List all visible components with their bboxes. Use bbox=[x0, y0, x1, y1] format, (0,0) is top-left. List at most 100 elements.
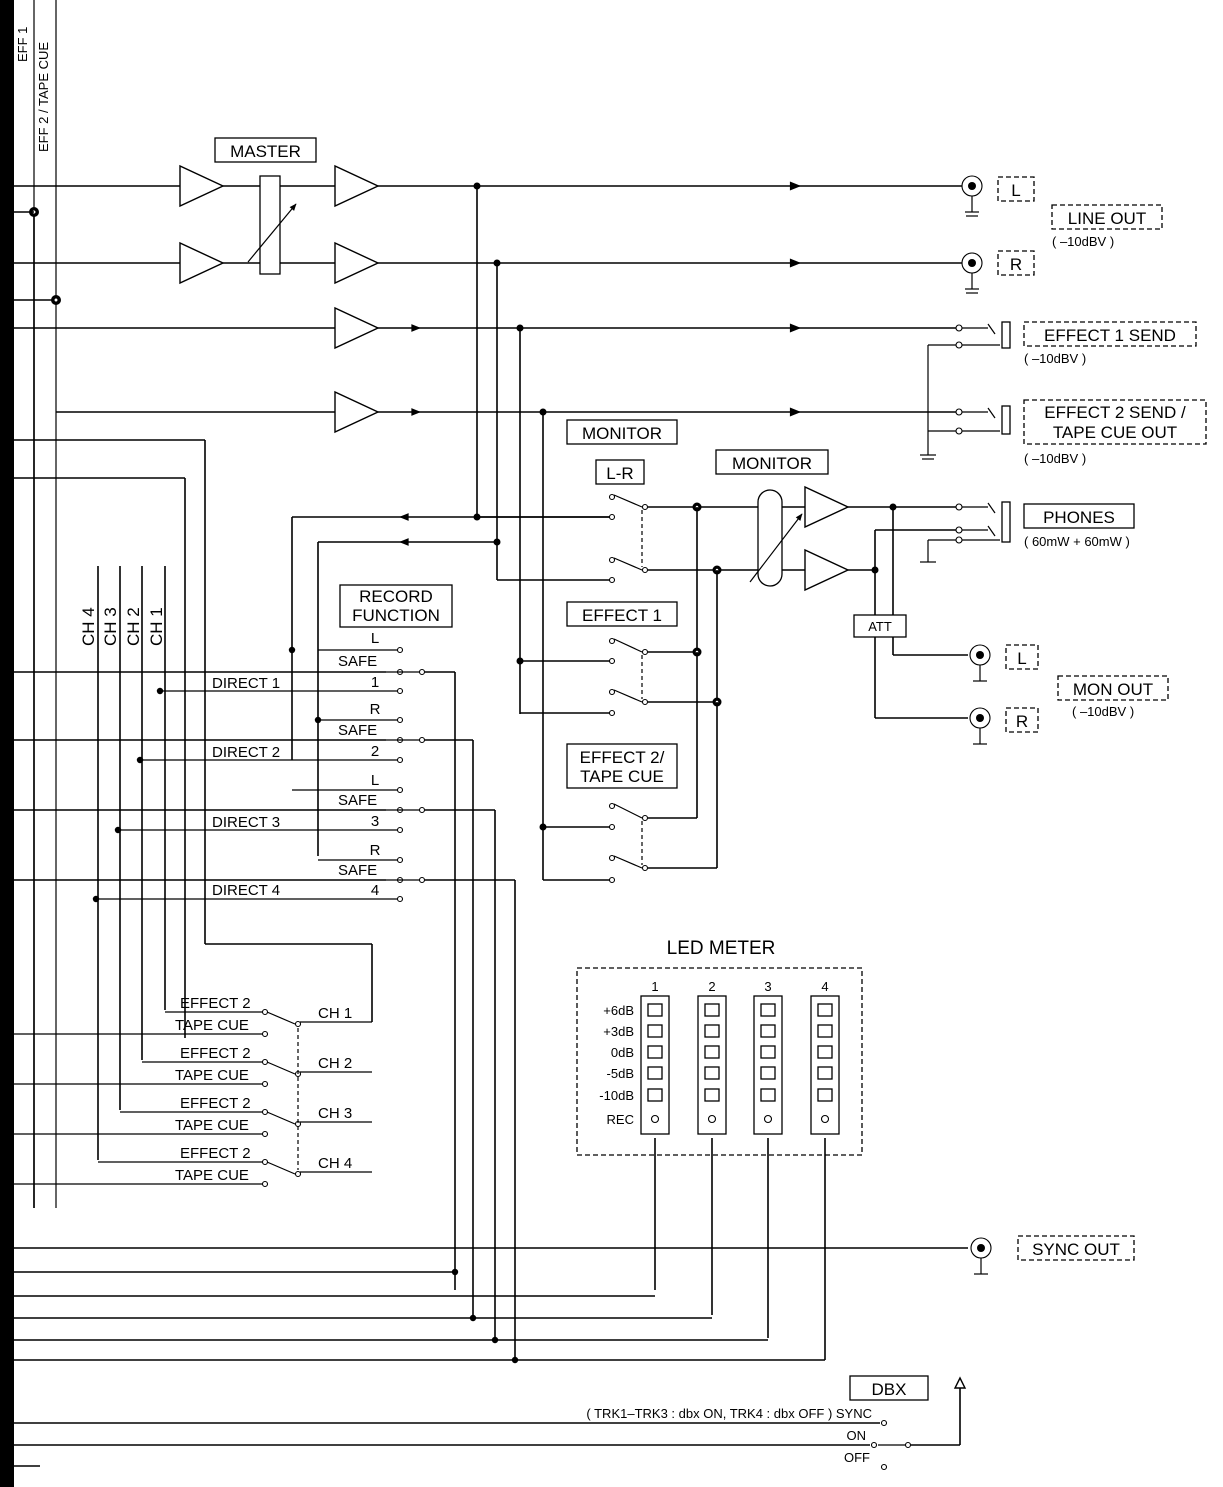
led-column-frame bbox=[640, 995, 670, 1135]
line-out-l-label: L bbox=[1011, 181, 1020, 200]
direct1-label: DIRECT 1 bbox=[212, 675, 280, 692]
svg-text:SAFE: SAFE bbox=[338, 792, 377, 809]
led-column-label: 2 bbox=[708, 979, 715, 994]
monitor-level-label: MONITOR bbox=[732, 454, 812, 473]
led-segment bbox=[817, 1003, 833, 1017]
svg-text:TAPE CUE: TAPE CUE bbox=[175, 1167, 249, 1184]
svg-text:4: 4 bbox=[371, 882, 379, 899]
amp-effect2 bbox=[334, 390, 380, 434]
svg-text:R: R bbox=[370, 701, 381, 718]
line-out-r-label: R bbox=[1010, 255, 1022, 274]
led-column-frame bbox=[697, 995, 727, 1135]
direct2-label: DIRECT 2 bbox=[212, 744, 280, 761]
ch2-vertical-label: CH 2 bbox=[124, 607, 143, 646]
ch4-vertical-label: CH 4 bbox=[79, 607, 98, 646]
amp-phones-l bbox=[804, 485, 850, 529]
effect1-send-jack bbox=[927, 321, 1011, 455]
svg-text:TAPE CUE: TAPE CUE bbox=[175, 1017, 249, 1034]
svg-text:R: R bbox=[370, 842, 381, 859]
led-segment bbox=[704, 1045, 720, 1059]
dbx-on-label: ON bbox=[847, 1428, 867, 1443]
svg-text:L: L bbox=[371, 772, 379, 789]
mon-out-r-jack bbox=[969, 707, 991, 745]
svg-text:CH 2: CH 2 bbox=[318, 1055, 352, 1072]
svg-text:TAPE CUE: TAPE CUE bbox=[175, 1117, 249, 1134]
led-segment bbox=[704, 1066, 720, 1080]
svg-text:EFFECT 2: EFFECT 2 bbox=[180, 995, 251, 1012]
svg-text:EFFECT 2: EFFECT 2 bbox=[180, 1045, 251, 1062]
svg-text:L: L bbox=[371, 630, 379, 647]
mon-out-l-jack bbox=[969, 644, 991, 682]
line-out-r-jack bbox=[961, 252, 983, 294]
led-segment bbox=[817, 1045, 833, 1059]
bus-label-eff2: EFF 2 / TAPE CUE bbox=[36, 42, 51, 152]
line-out-l-jack bbox=[961, 175, 983, 217]
dbx-sync-label: ( TRK1–TRK3 : dbx ON, TRK4 : dbx OFF ) S… bbox=[586, 1406, 872, 1421]
amp-l-out bbox=[334, 164, 380, 208]
led-row-label: +6dB bbox=[603, 1003, 634, 1018]
ch1-vertical-label: CH 1 bbox=[147, 607, 166, 646]
led-rec-indicator bbox=[763, 1114, 773, 1124]
svg-text:EFFECT 2: EFFECT 2 bbox=[180, 1145, 251, 1162]
effect2-switch bbox=[608, 802, 649, 884]
dbx-off-label: OFF bbox=[844, 1450, 870, 1465]
att-label: ATT bbox=[868, 619, 892, 634]
monitor-select-label: MONITOR bbox=[582, 424, 662, 443]
led-rec-indicator bbox=[820, 1114, 830, 1124]
led-row-label: 0dB bbox=[611, 1045, 634, 1060]
effect-switch-ch1: EFFECT 2 TAPE CUE CH 1 bbox=[14, 995, 372, 1038]
led-segment bbox=[760, 1003, 776, 1017]
effect2-line2-label: TAPE CUE bbox=[580, 767, 664, 786]
led-segment bbox=[817, 1088, 833, 1102]
effect2-send-label-line1: EFFECT 2 SEND / bbox=[1044, 403, 1186, 422]
direct3-label: DIRECT 3 bbox=[212, 814, 280, 831]
mon-out-r-label: R bbox=[1016, 712, 1028, 731]
led-row-label: REC bbox=[607, 1112, 634, 1127]
effect1-label: EFFECT 1 bbox=[582, 606, 662, 625]
effect2-send-jack bbox=[920, 405, 1011, 460]
monitor-pot bbox=[757, 489, 783, 587]
record-group-1: L SAFE 1 DIRECT 1 bbox=[160, 630, 426, 695]
effect-switch-ch4: EFFECT 2 TAPE CUE CH 4 bbox=[14, 1145, 372, 1188]
amp-phones-r bbox=[804, 548, 850, 592]
master-label-box bbox=[214, 137, 317, 163]
led-column-label: 4 bbox=[821, 979, 828, 994]
effect1-switch bbox=[608, 637, 649, 717]
record-function-title1: RECORD bbox=[359, 587, 433, 606]
led-segment bbox=[817, 1066, 833, 1080]
sync-out-jack bbox=[970, 1237, 992, 1275]
svg-text:CH 1: CH 1 bbox=[318, 1005, 352, 1022]
led-segment bbox=[647, 1088, 663, 1102]
main-bus-bar bbox=[0, 0, 14, 1487]
svg-text:CH 4: CH 4 bbox=[318, 1155, 352, 1172]
direct4-label: DIRECT 4 bbox=[212, 882, 280, 899]
svg-text:SAFE: SAFE bbox=[338, 722, 377, 739]
phones-level: ( 60mW + 60mW ) bbox=[1024, 534, 1130, 549]
svg-text:TAPE CUE: TAPE CUE bbox=[175, 1067, 249, 1084]
line-out-label: LINE OUT bbox=[1068, 209, 1146, 228]
effect2-line1-label: EFFECT 2/ bbox=[580, 748, 665, 767]
record-group-3: L SAFE 3 DIRECT 3 bbox=[118, 772, 426, 834]
effect2-send-level: ( –10dBV ) bbox=[1024, 451, 1086, 466]
svg-text:SAFE: SAFE bbox=[338, 862, 377, 879]
led-segment bbox=[704, 1024, 720, 1038]
led-column-label: 1 bbox=[651, 979, 658, 994]
led-rec-indicator bbox=[650, 1114, 660, 1124]
record-function-title2: FUNCTION bbox=[352, 606, 440, 625]
led-segment bbox=[760, 1088, 776, 1102]
led-column-label: 3 bbox=[764, 979, 771, 994]
line-out-level: ( –10dBV ) bbox=[1052, 234, 1114, 249]
master-label: MASTER bbox=[230, 142, 301, 161]
amp-l-in bbox=[179, 164, 225, 208]
svg-text:CH 3: CH 3 bbox=[318, 1105, 352, 1122]
record-group-2: R SAFE 2 DIRECT 2 bbox=[140, 701, 426, 764]
mon-out-level: ( –10dBV ) bbox=[1072, 704, 1134, 719]
effect-switch-ch2: EFFECT 2 TAPE CUE CH 2 bbox=[14, 1045, 372, 1088]
svg-text:EFFECT 2: EFFECT 2 bbox=[180, 1095, 251, 1112]
led-segment bbox=[704, 1088, 720, 1102]
mon-out-label: MON OUT bbox=[1073, 680, 1153, 699]
led-segment bbox=[647, 1003, 663, 1017]
led-column-frame bbox=[753, 995, 783, 1135]
